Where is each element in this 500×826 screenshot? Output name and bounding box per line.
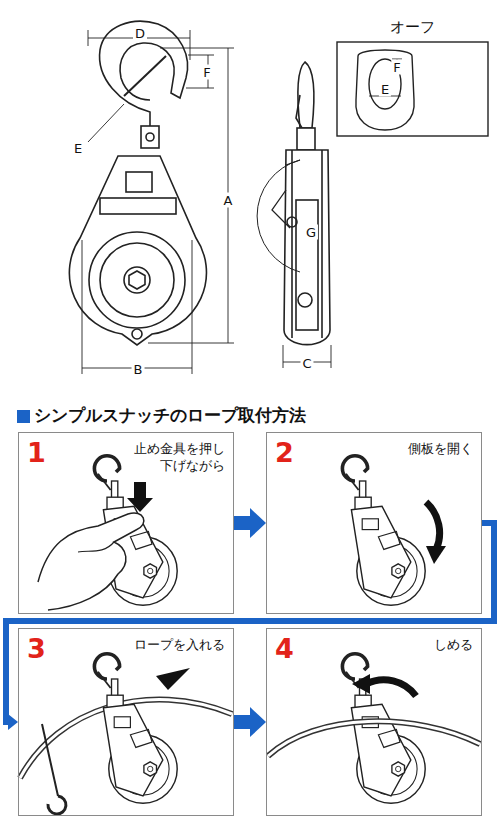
arrow-head — [250, 508, 266, 538]
step-panel: 3 ロープを入れる — [18, 628, 234, 816]
drawing-stroke — [257, 160, 300, 272]
step-arrow — [234, 508, 266, 538]
step-number: 1 — [27, 439, 46, 466]
eye-detail — [337, 42, 488, 136]
title-marker — [17, 410, 30, 423]
step-panel: 2 側板を開く — [266, 432, 482, 614]
drawing-stroke — [82, 240, 192, 374]
step-caption: しめる — [434, 637, 473, 654]
dimension-label: A — [222, 193, 235, 208]
drawing-stroke — [78, 542, 114, 552]
dimension-label: F — [201, 65, 212, 80]
dimension-lines — [82, 30, 331, 374]
drawing-stroke — [42, 724, 58, 796]
drawing-stroke — [298, 62, 314, 128]
dimension-label: C — [300, 356, 313, 371]
drawing-stroke — [298, 293, 312, 307]
drawing-stroke — [126, 172, 152, 192]
drawing-stroke — [48, 796, 66, 814]
detail-heading: オーフ — [335, 18, 490, 36]
drawing-stroke — [127, 482, 153, 512]
step-caption: ロープを入れる — [134, 637, 225, 654]
drawing-stroke — [69, 156, 206, 345]
dimension-label: B — [132, 362, 145, 377]
drawing-stroke — [268, 721, 480, 756]
dimension-label: D — [133, 26, 147, 41]
step-panel: 4 しめる — [266, 628, 482, 816]
drawing-stroke — [342, 654, 425, 803]
drawing-stroke — [156, 668, 190, 690]
drawing-stroke — [129, 271, 145, 289]
drawing-stroke — [284, 150, 330, 345]
front-view — [69, 21, 206, 345]
side-view — [257, 62, 330, 345]
drawing-stroke — [146, 133, 154, 141]
drawing-stroke — [272, 160, 300, 228]
arrow-head — [8, 714, 18, 730]
drawing-stroke — [124, 56, 166, 96]
drawing-stroke — [124, 267, 150, 293]
drawing-stroke — [38, 513, 144, 610]
drawing-stroke — [186, 55, 214, 88]
drawing-stroke — [426, 546, 446, 564]
drawing-stroke — [100, 243, 174, 317]
arrow-head — [250, 707, 266, 737]
step-number: 4 — [275, 635, 294, 662]
drawing-stroke — [132, 329, 142, 339]
drawing-stroke — [337, 42, 488, 136]
drawing-stroke — [88, 104, 124, 142]
dimension-label: E — [379, 82, 391, 97]
drawing-stroke — [100, 198, 176, 214]
step-arrow — [234, 707, 266, 737]
step-caption: 側板を開く — [408, 441, 473, 458]
step2-illustration — [342, 456, 446, 605]
step-panel: 1 止め金具を押し 下げながら — [18, 432, 234, 614]
drawing-stroke — [100, 21, 188, 128]
dimension-label: G — [304, 225, 318, 240]
arrow-shaft — [6, 523, 494, 722]
drawing-stroke — [296, 95, 302, 128]
dimension-label: F — [391, 60, 402, 75]
arrow-shaft — [234, 516, 250, 530]
drawing-stroke — [141, 126, 159, 148]
drawing-stroke — [148, 48, 234, 343]
drawing-stroke — [89, 232, 185, 328]
drawing-stroke — [366, 680, 416, 696]
step1-illustration — [38, 456, 177, 610]
drawing-stroke — [268, 721, 480, 756]
step-arrow — [6, 523, 494, 730]
drawing-stroke — [297, 128, 315, 150]
dimension-label: E — [72, 141, 84, 156]
drawing-stroke — [356, 50, 414, 130]
step-caption: 止め金具を押し 下げながら — [129, 441, 225, 475]
drawing-stroke — [287, 217, 297, 227]
step4-illustration — [268, 654, 480, 803]
step3-illustration — [20, 654, 232, 814]
drawing-stroke — [352, 674, 370, 694]
drawing-stroke — [296, 200, 318, 330]
drawing-stroke — [426, 502, 440, 550]
arrow-shaft — [234, 715, 250, 729]
drawing-stroke — [342, 456, 425, 605]
step-number: 2 — [275, 439, 294, 466]
eye-detail-box: オーフ — [335, 14, 490, 138]
drawing-stroke — [369, 59, 402, 96]
section-title: シンプルスナッチのロープ取付方法 — [34, 405, 306, 425]
drawing-stroke — [292, 150, 322, 338]
step-number: 3 — [27, 635, 46, 662]
